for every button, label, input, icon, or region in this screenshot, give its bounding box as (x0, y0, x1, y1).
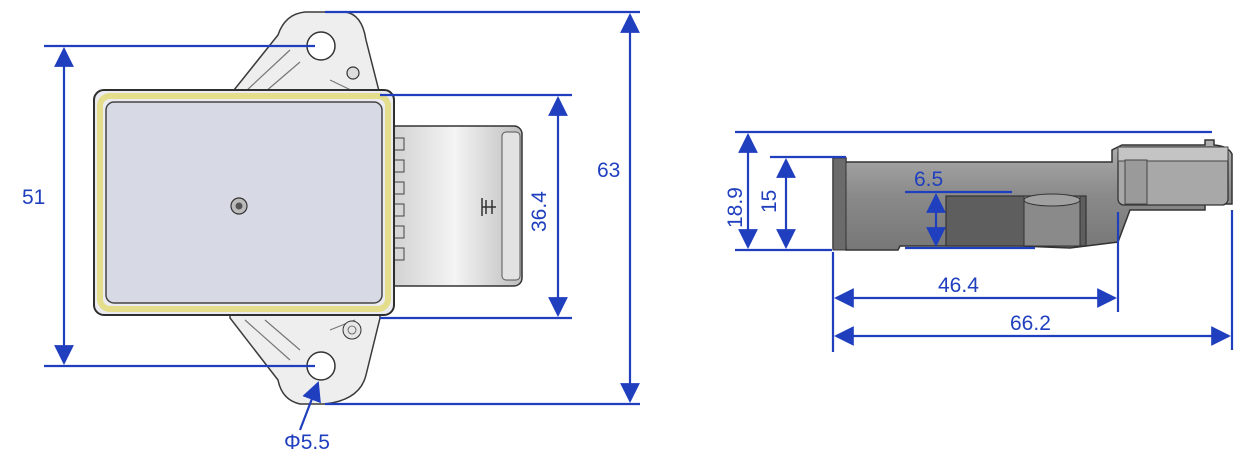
body-length-label: 46.4 (938, 274, 979, 297)
front-view-dimensions (44, 10, 640, 431)
total-length-label: 66.2 (1010, 312, 1051, 335)
width-label: 51 (22, 186, 45, 209)
locating-pin-top (346, 66, 360, 80)
hole-leader-line (298, 381, 321, 431)
connector (387, 125, 523, 287)
total-height-side-label: 18.9 (724, 187, 747, 228)
side-view (832, 139, 1233, 251)
hole-diameter-label: Φ5.5 (284, 431, 330, 454)
latch-icon (481, 198, 496, 216)
side-view-dimensions (735, 130, 1234, 352)
body-height-label: 15 (758, 190, 781, 213)
front-view-labels: 51 63 36.4 Φ5.5 (22, 159, 620, 454)
date-stamp-icon (342, 320, 362, 340)
side-view-labels: 18.9 15 6.5 46.4 66.2 (724, 168, 1051, 335)
front-view (93, 11, 523, 405)
gasket-ring (97, 93, 391, 312)
step-label: 6.5 (914, 168, 943, 191)
connector-height-label: 36.4 (528, 191, 551, 232)
side-body-flange (832, 157, 847, 251)
total-height-label: 63 (597, 159, 620, 182)
